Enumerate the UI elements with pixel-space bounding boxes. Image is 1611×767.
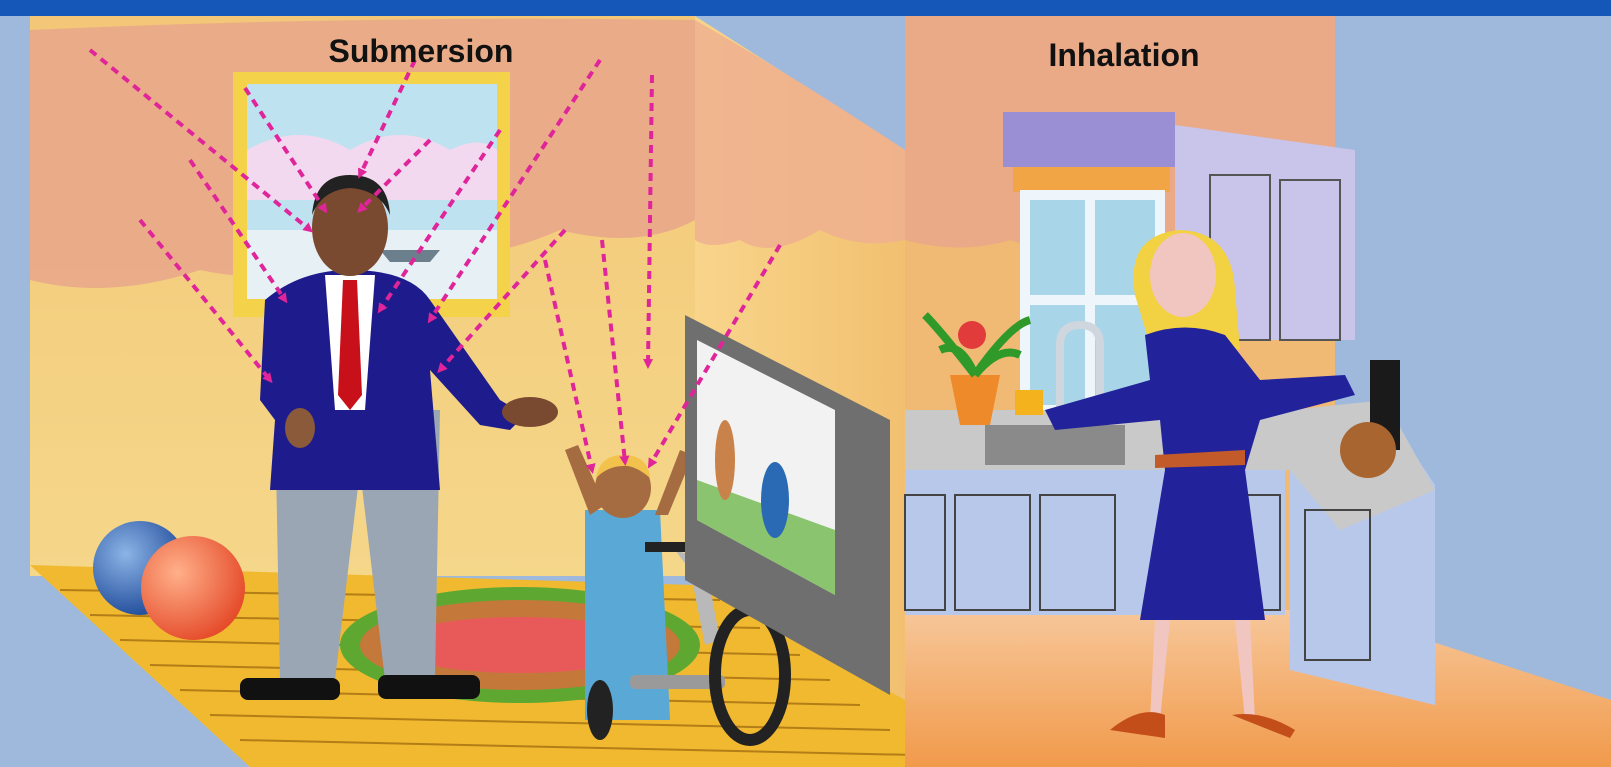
tv-cartoon-orange	[715, 420, 735, 500]
orange-ball	[141, 536, 245, 640]
window-pane-tl	[1030, 200, 1085, 295]
right-floor	[905, 610, 1611, 767]
flower	[958, 321, 986, 349]
label-submersion: Submersion	[329, 33, 514, 69]
coffee-pot	[1340, 422, 1396, 478]
label-inhalation: Inhalation	[1048, 37, 1199, 73]
woman-face	[1150, 233, 1216, 317]
scooter-wheel-back	[587, 680, 613, 740]
tv-cartoon-blue	[761, 462, 789, 538]
man-hand-right	[502, 397, 558, 427]
window-blind	[1013, 167, 1170, 192]
painting-boat	[380, 250, 440, 262]
window-valance	[1003, 112, 1175, 167]
man-shoe-left	[240, 678, 340, 700]
coffee-mug	[1015, 390, 1043, 415]
sink	[985, 425, 1125, 465]
scooter-handle	[645, 542, 685, 552]
man-shoe-right	[378, 675, 480, 699]
middle-cloud	[695, 20, 905, 248]
man-hand-left	[285, 408, 315, 448]
